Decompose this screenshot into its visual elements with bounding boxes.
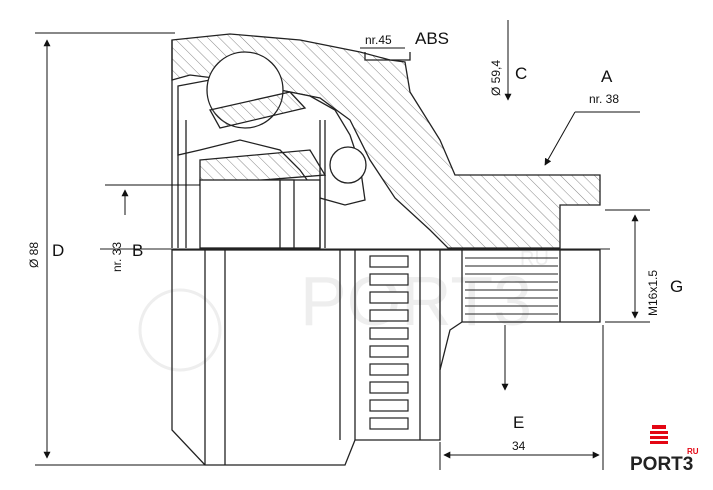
logo-text: PORT3 [630, 454, 693, 475]
g-thread-label: M16x1.5 [646, 270, 660, 316]
e-label: E [513, 413, 524, 432]
abs-tooth [369, 255, 409, 268]
abs-teeth-label: nr.45 [365, 33, 392, 47]
d-dim-label: Ø 88 [27, 242, 41, 268]
a-splines-label: nr. 38 [589, 92, 619, 106]
a-label: A [601, 67, 613, 86]
e-dim-label: 34 [512, 439, 526, 453]
abs-tooth [369, 345, 409, 358]
abs-tooth [369, 273, 409, 286]
abs-ring-teeth [369, 255, 409, 430]
shaft-splines [465, 257, 558, 315]
abs-tooth [369, 363, 409, 376]
abs-tooth [369, 309, 409, 322]
port3-logo: PORT3 RU [630, 425, 699, 475]
dimensions [35, 20, 650, 470]
c-dim-label: Ø 59,4 [489, 60, 503, 96]
b-splines-label: nr. 33 [110, 242, 124, 272]
c-label: C [515, 64, 527, 83]
upper-section [171, 33, 601, 249]
abs-tooth [369, 291, 409, 304]
lower-exterior [171, 249, 601, 466]
watermark-suffix: RU [520, 248, 549, 270]
watermark-text: PORT3 [300, 262, 532, 340]
abs-tooth [369, 381, 409, 394]
abs-tooth [369, 417, 409, 430]
b-label: B [132, 241, 143, 260]
abs-label: ABS [415, 29, 449, 48]
g-label: G [670, 277, 683, 296]
abs-tooth [369, 327, 409, 340]
d-label: D [52, 241, 64, 260]
watermark: PORT3 RU [138, 248, 549, 372]
abs-tooth [369, 399, 409, 412]
logo-suffix: RU [687, 447, 699, 456]
